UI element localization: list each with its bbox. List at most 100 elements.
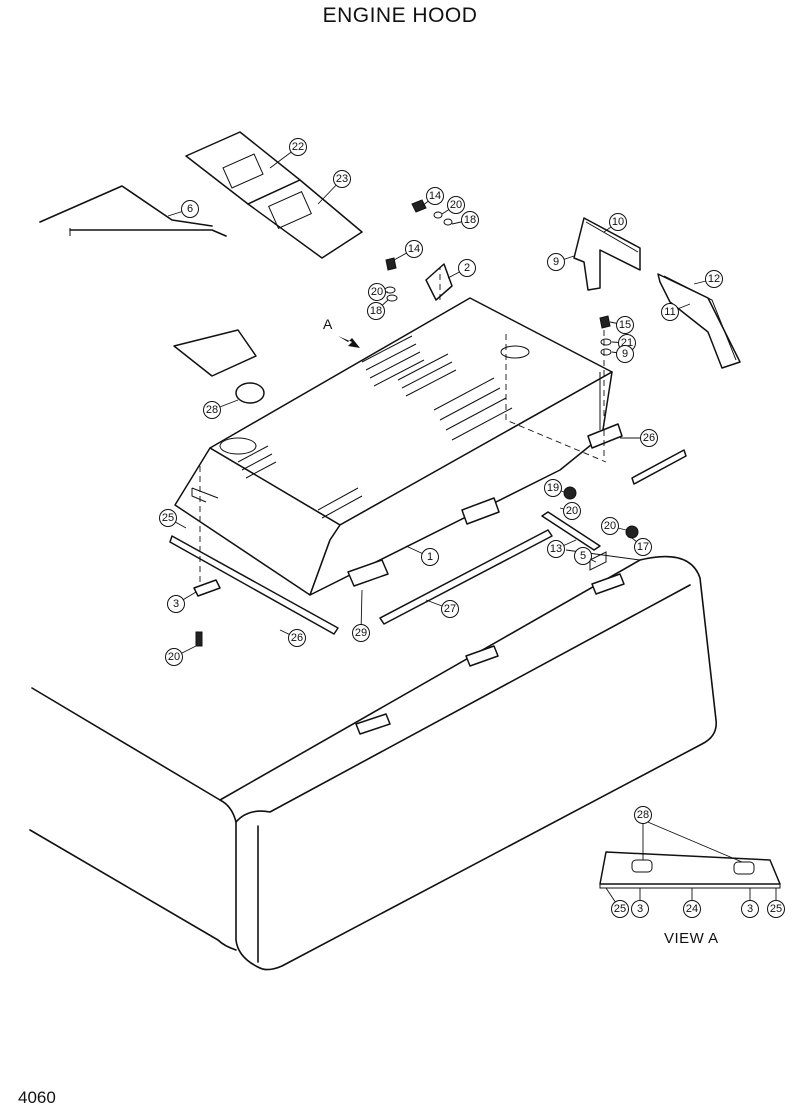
loose-parts bbox=[173, 315, 639, 647]
callout-label: 26 bbox=[291, 632, 303, 644]
callout-label: 20 bbox=[168, 651, 180, 663]
callout-14: 14 bbox=[393, 240, 423, 261]
machine-body bbox=[29, 549, 718, 971]
callout-label: 25 bbox=[614, 903, 626, 915]
callout-circle bbox=[616, 316, 634, 334]
callout-circle bbox=[705, 270, 723, 288]
callout-label: 2 bbox=[464, 262, 470, 274]
side-panels bbox=[573, 217, 741, 369]
callout-label: 28 bbox=[637, 809, 649, 821]
callout-circle bbox=[426, 187, 444, 205]
callout-label: 18 bbox=[464, 214, 476, 226]
callout-label: 14 bbox=[429, 190, 441, 202]
callout-label: 29 bbox=[355, 627, 367, 639]
callout-circle bbox=[167, 595, 185, 613]
callout-22: 22 bbox=[269, 138, 307, 169]
callout-circle bbox=[547, 540, 565, 558]
page-title: ENGINE HOOD bbox=[322, 4, 478, 27]
callout-circle bbox=[405, 240, 423, 258]
callout-12: 12 bbox=[693, 270, 723, 288]
callout-25: 25 bbox=[159, 509, 187, 529]
callout-25: 25 bbox=[605, 887, 629, 918]
callout-label: 11 bbox=[664, 306, 675, 318]
callout-6: 6 bbox=[167, 200, 199, 218]
callout-label: 15 bbox=[619, 319, 631, 331]
callout-18: 18 bbox=[451, 211, 479, 229]
callout-9: 9 bbox=[611, 345, 634, 363]
callout-label: 6 bbox=[187, 203, 193, 215]
callout-14: 14 bbox=[421, 187, 444, 207]
callout-label: 5 bbox=[580, 550, 586, 562]
page-number: 4060 bbox=[18, 1088, 56, 1107]
callout-circle bbox=[288, 629, 306, 647]
top-covers bbox=[185, 131, 363, 259]
callout-29: 29 bbox=[352, 589, 370, 642]
callout-13: 13 bbox=[547, 539, 577, 558]
callout-circle bbox=[661, 303, 679, 321]
callout-label: 26 bbox=[643, 432, 655, 444]
callout-label: 14 bbox=[408, 243, 420, 255]
callout-20: 20 bbox=[165, 645, 197, 666]
callout-circle bbox=[683, 900, 701, 918]
callout-circle bbox=[447, 196, 465, 214]
callout-circle bbox=[634, 806, 652, 824]
callout-19: 19 bbox=[544, 479, 565, 497]
callout-26: 26 bbox=[620, 429, 658, 447]
callout-20: 20 bbox=[441, 196, 465, 215]
callout-label: 17 bbox=[637, 541, 649, 553]
view-arrow-label: A bbox=[323, 316, 333, 332]
assembly-lines bbox=[199, 268, 607, 586]
callout-label: 20 bbox=[450, 199, 462, 211]
callout-label: 25 bbox=[162, 512, 174, 524]
callout-label: 27 bbox=[444, 603, 456, 615]
callout-label: 13 bbox=[550, 543, 562, 555]
callout-28: 28 bbox=[634, 806, 652, 824]
callout-circle bbox=[544, 479, 562, 497]
callout-15: 15 bbox=[609, 316, 634, 334]
view-caption: VIEW A bbox=[664, 930, 719, 947]
callout-label: 9 bbox=[622, 348, 628, 360]
view-a-arrow bbox=[338, 336, 360, 348]
callout-24: 24 bbox=[683, 888, 701, 918]
view-a-inset bbox=[599, 819, 781, 889]
callout-circle bbox=[640, 429, 658, 447]
callout-label: 23 bbox=[336, 173, 348, 185]
callout-circle bbox=[741, 900, 759, 918]
callout-label: 12 bbox=[708, 273, 720, 285]
callout-label: 3 bbox=[637, 903, 643, 915]
callout-label: 24 bbox=[686, 903, 698, 915]
callout-circle bbox=[421, 548, 439, 566]
hinges bbox=[193, 423, 625, 735]
callout-circle bbox=[367, 302, 385, 320]
callout-circle bbox=[616, 345, 634, 363]
latch-bracket bbox=[384, 199, 453, 302]
strips bbox=[169, 449, 687, 635]
callout-circle bbox=[181, 200, 199, 218]
hood-panel bbox=[174, 297, 613, 596]
callout-3: 3 bbox=[631, 888, 649, 918]
callout-circle bbox=[368, 283, 386, 301]
callout-circle bbox=[165, 648, 183, 666]
callout-circle bbox=[159, 509, 177, 527]
callout-20: 20 bbox=[601, 517, 627, 535]
callout-circle bbox=[609, 213, 627, 231]
callout-3: 3 bbox=[167, 591, 197, 613]
callout-circle bbox=[601, 517, 619, 535]
callout-23: 23 bbox=[317, 170, 351, 205]
callout-circle bbox=[203, 401, 221, 419]
callout-label: 1 bbox=[427, 551, 433, 563]
callout-label: 3 bbox=[173, 598, 179, 610]
callout-circle bbox=[631, 900, 649, 918]
callout-circle bbox=[441, 600, 459, 618]
callout-circle bbox=[352, 624, 370, 642]
callout-circle bbox=[611, 900, 629, 918]
callout-circle bbox=[547, 253, 565, 271]
callout-circle bbox=[458, 259, 476, 277]
callout-28: 28 bbox=[203, 399, 239, 419]
callout-2: 2 bbox=[447, 259, 476, 279]
callout-label: 10 bbox=[612, 216, 624, 228]
callout-20: 20 bbox=[559, 502, 581, 520]
callout-circle bbox=[634, 538, 652, 556]
callout-10: 10 bbox=[603, 213, 627, 233]
